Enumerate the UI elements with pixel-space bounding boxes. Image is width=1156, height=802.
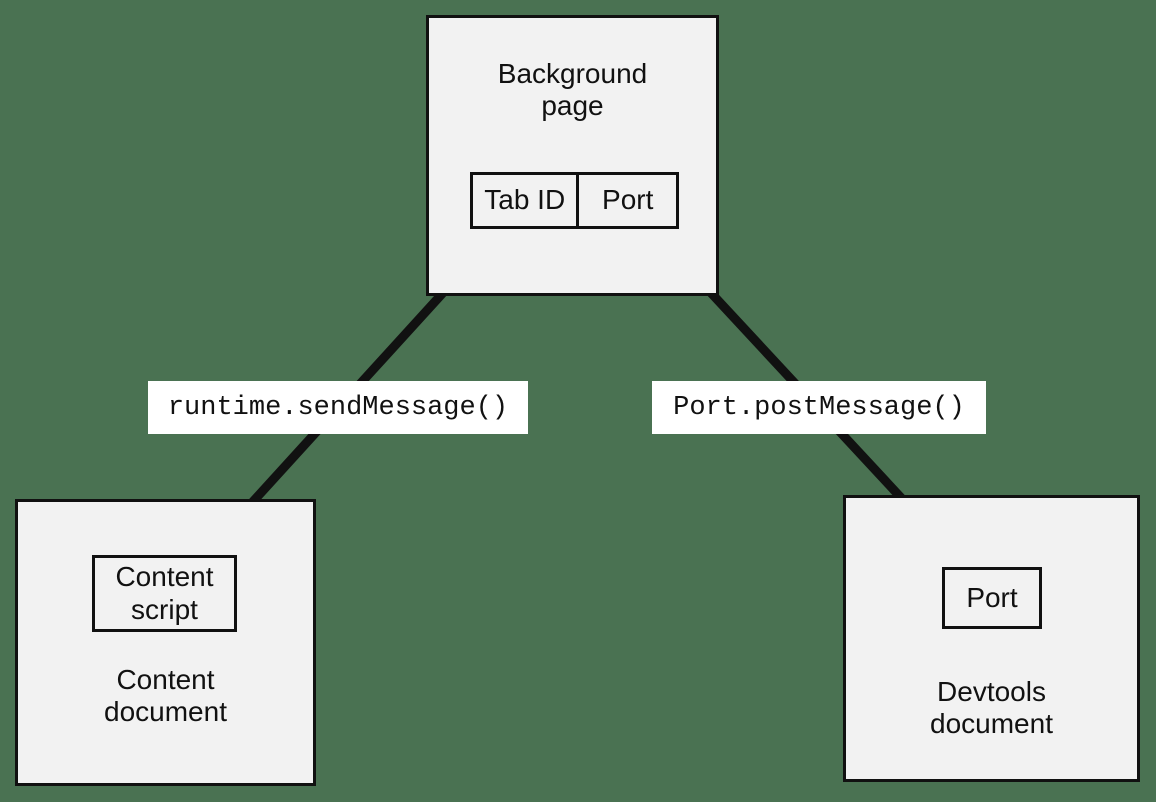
content-document-label: Content document (104, 664, 227, 728)
content-script-label: Content script (115, 561, 214, 625)
node-devtools-document: Devtools document (843, 495, 1140, 782)
devtools-document-label: Devtools document (930, 676, 1053, 740)
devtools-port-label: Port (966, 581, 1018, 613)
edge-label-send-message: runtime.sendMessage() (148, 381, 528, 434)
node-content-script: Content script (92, 555, 237, 632)
background-page-label: Background page (497, 58, 648, 122)
table-cell-port: Port (579, 175, 676, 226)
node-content-document: Content document (15, 499, 316, 786)
node-background-page: Background page (426, 15, 719, 296)
node-devtools-port: Port (942, 567, 1042, 629)
table-cell-port-label: Port (602, 184, 654, 216)
edge-label-post-message: Port.postMessage() (652, 381, 986, 434)
table-cell-tab-id: Tab ID (473, 175, 580, 226)
background-page-port-table: Tab ID Port (470, 172, 679, 229)
table-cell-tab-id-label: Tab ID (484, 184, 566, 216)
